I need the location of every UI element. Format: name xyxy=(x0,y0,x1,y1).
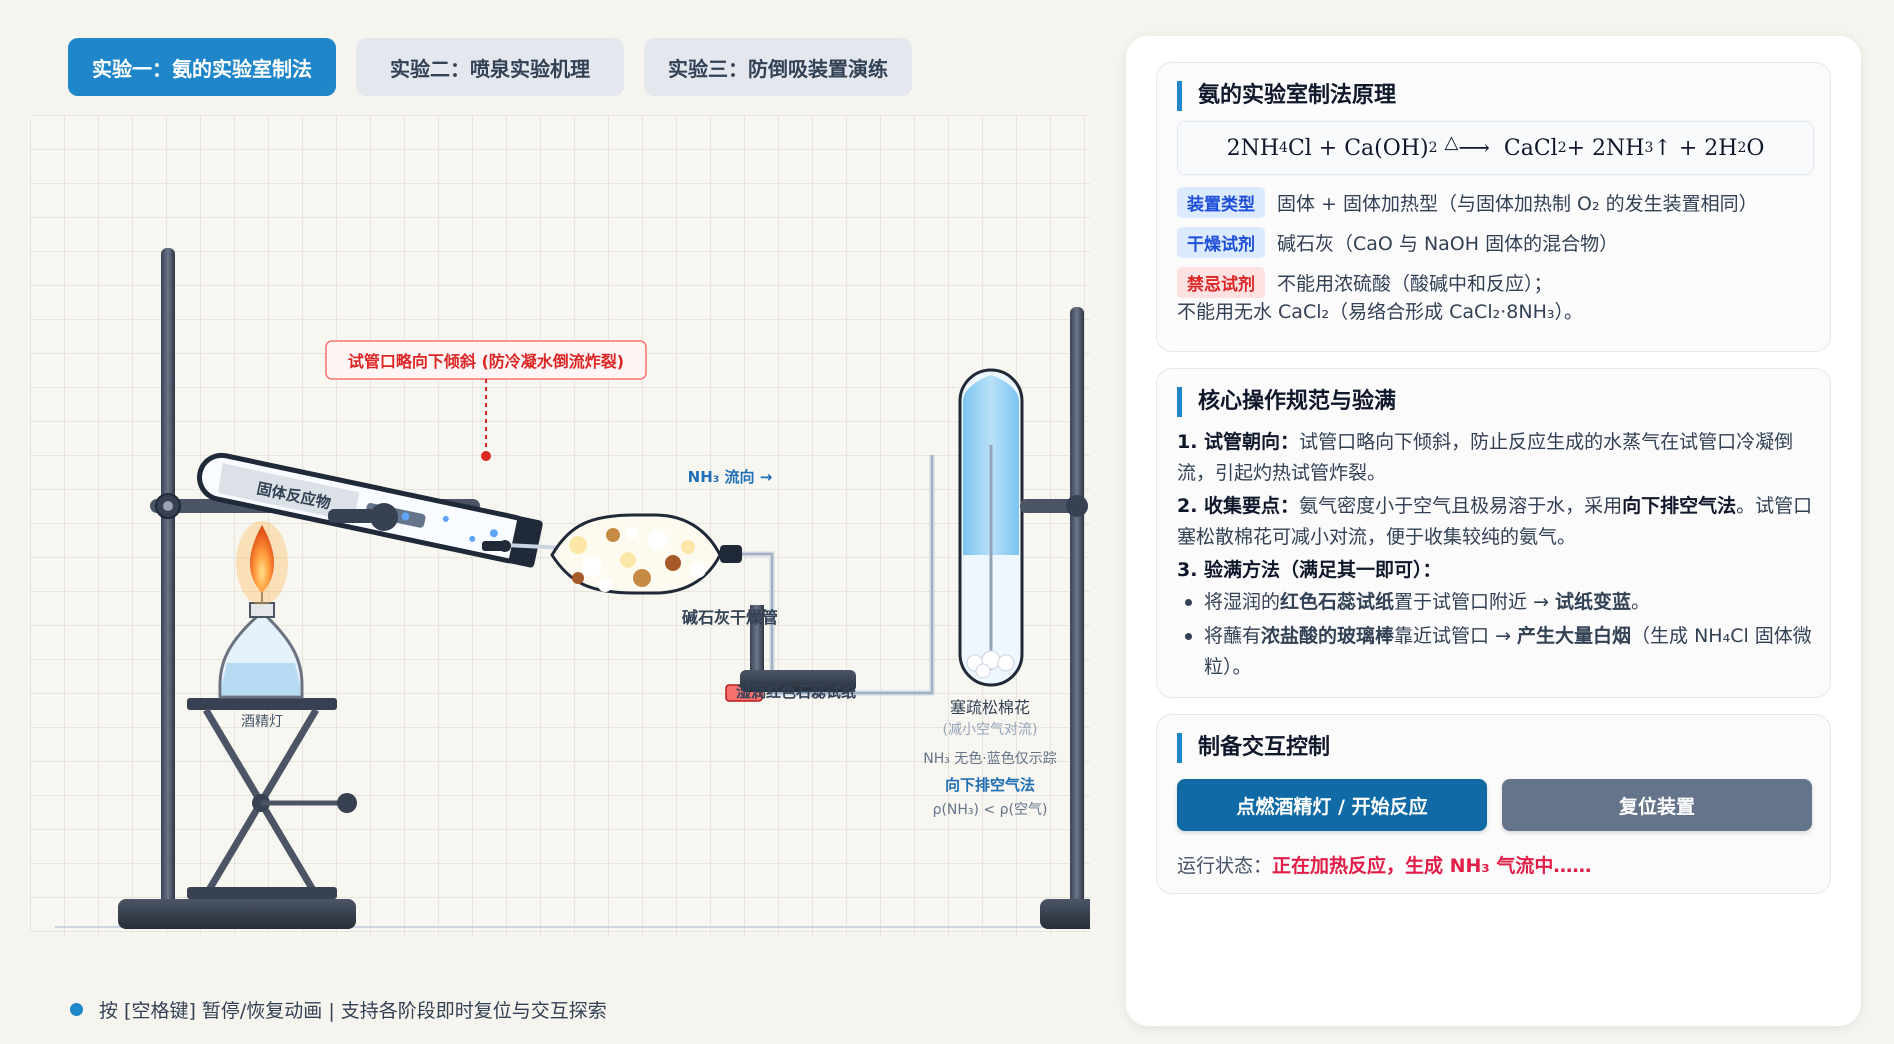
row-text: 固体 + 固体加热型（与固体加热制 O₂ 的发生装置相同） xyxy=(1277,193,1758,215)
lamp-label: 酒精灯 xyxy=(241,714,283,730)
footer-text: 按 [空格键] 暂停/恢复动画 | 支持各阶段即时复位与交互探索 xyxy=(99,1000,607,1022)
info-dot-icon xyxy=(70,1003,83,1016)
operations-card: 核心操作规范与验满 1. 试管朝向：试管口略向下倾斜，防止反应生成的水蒸气在试管… xyxy=(1156,368,1831,698)
principle-extra: 不能用无水 CaCl₂（易络合形成 CaCl₂·8NH₃）。 xyxy=(1177,301,1583,323)
apparatus-diagram: 试管口略向下倾斜 (防冷凝水倒流炸裂) 固体反应物 酒精灯 NH₃ 流向 → 碱… xyxy=(55,248,1090,929)
bullet-item: 将湿润的红色石蕊试纸置于试管口附近 → 试纸变蓝。 xyxy=(1185,587,1815,618)
connector xyxy=(482,540,511,552)
alcohol-lamp xyxy=(218,521,304,699)
operation-item: 1. 试管朝向：试管口略向下倾斜，防止反应生成的水蒸气在试管口冷凝倒流，引起灼热… xyxy=(1177,431,1794,484)
tag-device-type: 装置类型 xyxy=(1177,187,1265,218)
reset-button[interactable]: 复位装置 xyxy=(1502,779,1812,831)
tripod-stand xyxy=(187,698,357,899)
row-text: 碱石灰（CaO 与 NaOH 固体的混合物） xyxy=(1277,233,1619,255)
footer-hint: 按 [空格键] 暂停/恢复动画 | 支持各阶段即时复位与交互探索 xyxy=(70,996,607,1023)
apparatus-stage: 试管口略向下倾斜 (防冷凝水倒流炸裂) 固体反应物 酒精灯 NH₃ 流向 → 碱… xyxy=(30,115,1090,935)
drying-tube xyxy=(550,513,742,595)
run-status: 运行状态：正在加热反应，生成 NH₃ 气流中…… xyxy=(1177,855,1592,877)
tab-experiment-2[interactable]: 实验二：喷泉实验机理 xyxy=(356,38,624,96)
operations-title: 核心操作规范与验满 xyxy=(1177,387,1396,417)
tab-experiment-1[interactable]: 实验一：氨的实验室制法 xyxy=(68,38,336,96)
tube-angle-callout: 试管口略向下倾斜 (防冷凝水倒流炸裂) xyxy=(348,352,624,371)
dryer-label: 碱石灰干燥管 xyxy=(682,608,778,627)
status-value: 正在加热反应，生成 NH₃ 气流中…… xyxy=(1272,855,1592,877)
principle-title: 氨的实验室制法原理 xyxy=(1177,81,1396,111)
principle-row: 禁忌试剂 不能用浓硫酸（酸碱中和反应）； xyxy=(1177,267,1553,298)
cotton-note: (减小空气对流) xyxy=(943,722,1038,738)
right-iron-stand xyxy=(1020,307,1090,929)
control-card: 制备交互控制 点燃酒精灯 / 开始反应 复位装置 运行状态：正在加热反应，生成 … xyxy=(1156,714,1831,894)
tab-experiment-3[interactable]: 实验三：防倒吸装置演练 xyxy=(644,38,912,96)
bullet-item: 将蘸有浓盐酸的玻璃棒靠近试管口 → 产生大量白烟（生成 NH₄Cl 固体微粒）。 xyxy=(1185,621,1834,683)
cotton-label: 塞疏松棉花 xyxy=(950,698,1030,717)
litmus-label: 湿润红色石蕊试纸 xyxy=(736,683,856,701)
test-tube xyxy=(197,452,543,568)
tag-drying-agent: 干燥试剂 xyxy=(1177,227,1265,258)
color-note: NH₃ 无色·蓝色仅示踪 xyxy=(923,750,1057,767)
operation-item: 2. 收集要点：氨气密度小于空气且极易溶于水，采用向下排空气法。试管口塞松散棉花… xyxy=(1177,495,1813,548)
row-text: 不能用浓硫酸（酸碱中和反应）； xyxy=(1277,273,1553,295)
flow-label: NH₃ 流向 → xyxy=(688,468,773,486)
collection-method: 向下排空气法 xyxy=(945,776,1035,794)
start-reaction-button[interactable]: 点燃酒精灯 / 开始反应 xyxy=(1177,779,1487,831)
principle-row: 干燥试剂 碱石灰（CaO 与 NaOH 固体的混合物） xyxy=(1177,227,1618,258)
control-title: 制备交互控制 xyxy=(1177,733,1330,763)
tube-clamp xyxy=(328,503,398,531)
principle-row: 装置类型 固体 + 固体加热型（与固体加热制 O₂ 的发生装置相同） xyxy=(1177,187,1758,218)
tag-forbidden: 禁忌试剂 xyxy=(1177,267,1265,298)
operation-item: 3. 验满方法（满足其一即可）： xyxy=(1177,559,1442,581)
density-note: ρ(NH₃) < ρ(空气) xyxy=(933,802,1048,818)
collecting-tube xyxy=(958,368,1024,687)
